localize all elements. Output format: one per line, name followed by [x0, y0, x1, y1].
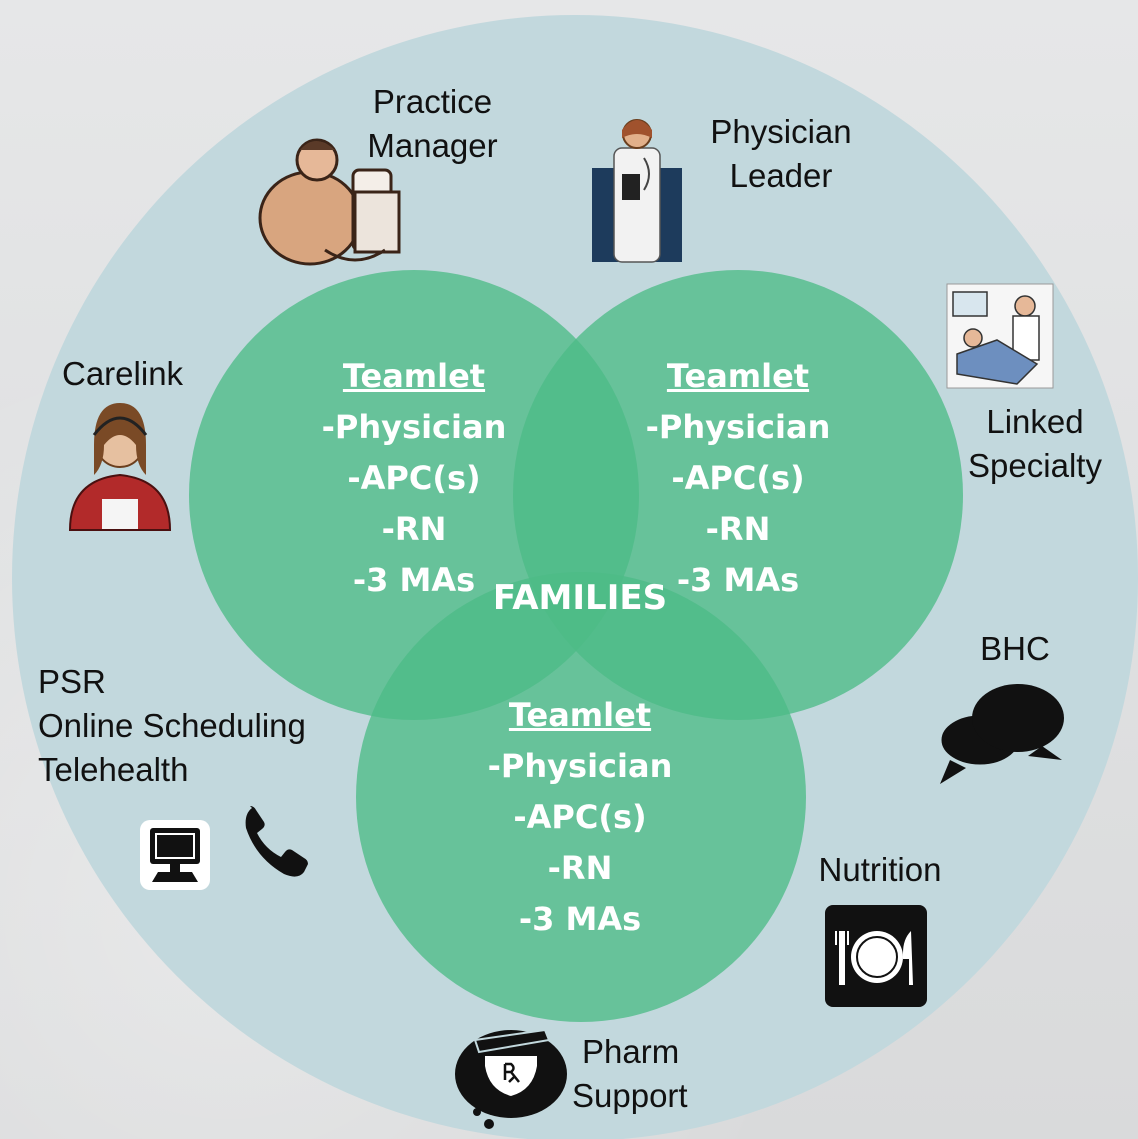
role-nutrition: Nutrition — [800, 848, 960, 892]
role-practice-manager-line2: Manager — [367, 127, 498, 164]
headset-agent-icon — [68, 403, 172, 531]
teamlet-right: Teamlet -Physician -APC(s) -RN -3 MAs — [608, 351, 868, 606]
doctor-icon — [592, 119, 682, 263]
teamlet-bottom: Teamlet -Physician -APC(s) -RN -3 MAs — [450, 690, 710, 945]
role-linked-specialty-line1: Linked — [986, 403, 1084, 440]
computer-monitor-icon — [140, 820, 210, 890]
role-physician-leader-line2: Leader — [729, 157, 833, 194]
teamlet-title: Teamlet — [508, 696, 652, 734]
teamlet-member: -3 MAs — [352, 561, 476, 599]
role-practice-manager: Practice Manager — [350, 80, 515, 168]
role-physician-leader-line1: Physician — [710, 113, 852, 150]
teamlet-member: -RN — [381, 510, 447, 548]
teamlet-title: Teamlet — [342, 357, 486, 395]
role-psr-line2: Online Scheduling — [38, 707, 306, 744]
role-pharm-support-line1: Pharm — [582, 1033, 680, 1070]
teamlet-left: Teamlet -Physician -APC(s) -RN -3 MAs — [284, 351, 544, 606]
teamlet-member: -Physician — [321, 408, 507, 446]
role-bhc-label: BHC — [980, 630, 1050, 667]
teamlet-circle-bottom — [356, 572, 806, 1022]
role-pharm-support: Pharm Support — [572, 1030, 688, 1118]
role-pharm-support-line2: Support — [572, 1077, 688, 1114]
teamlet-title: Teamlet — [666, 357, 810, 395]
teamlet-member: -3 MAs — [518, 900, 642, 938]
teamlet-member: -Physician — [487, 747, 673, 785]
role-linked-specialty: Linked Specialty — [955, 400, 1115, 488]
role-physician-leader: Physician Leader — [696, 110, 866, 198]
person-at-computer-icon — [258, 138, 401, 266]
teamlet-member: -3 MAs — [676, 561, 800, 599]
teamlet-member: -APC(s) — [513, 798, 647, 836]
role-linked-specialty-line2: Specialty — [968, 447, 1102, 484]
role-practice-manager-line1: Practice — [372, 83, 493, 120]
teamlet-member: -Physician — [645, 408, 831, 446]
mortar-pestle-rx-icon — [455, 1028, 567, 1129]
role-psr-line3: Telehealth — [38, 751, 189, 788]
teamlet-member: -APC(s) — [671, 459, 805, 497]
role-psr-line1: PSR — [38, 663, 106, 700]
teamlet-member: -RN — [705, 510, 771, 548]
plate-utensils-icon — [825, 905, 927, 1007]
teamlet-member: -APC(s) — [347, 459, 481, 497]
families-center-label: FAMILIES — [492, 578, 668, 618]
phone-icon — [245, 806, 308, 877]
role-psr: PSR Online Scheduling Telehealth — [38, 660, 306, 792]
role-carelink-label: Carelink — [62, 355, 184, 392]
role-bhc: BHC — [965, 627, 1065, 671]
speech-bubbles-icon — [938, 684, 1064, 784]
specialist-exam-icon — [946, 283, 1054, 389]
teamlet-member: -RN — [547, 849, 613, 887]
role-nutrition-label: Nutrition — [818, 851, 942, 888]
role-carelink: Carelink — [62, 352, 183, 396]
